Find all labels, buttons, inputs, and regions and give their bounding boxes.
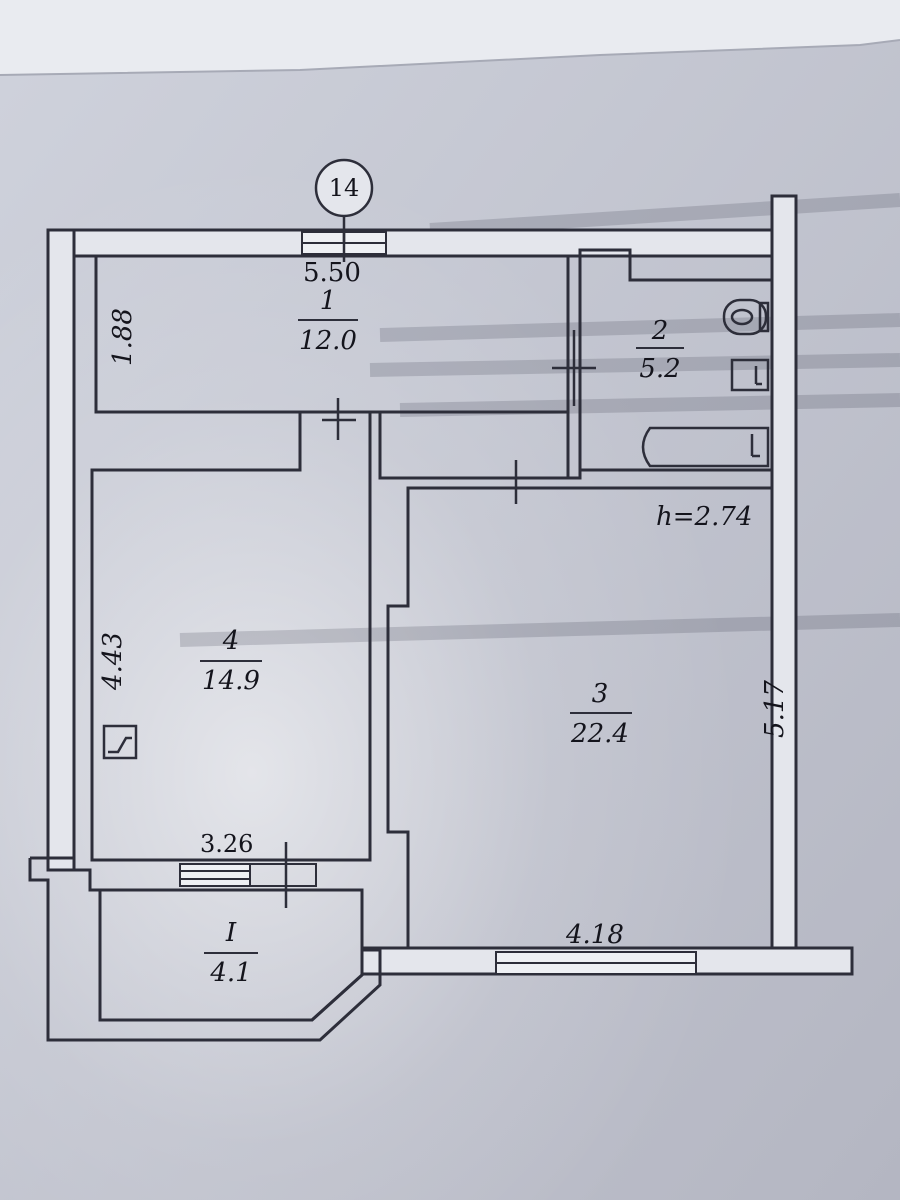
- room-4-depth-dimension: 4.43: [97, 632, 128, 690]
- balcony-area: 4.1: [210, 958, 252, 988]
- room-3-outline: [386, 486, 774, 950]
- room-1-depth-dimension: 1.88: [107, 308, 138, 366]
- balcony-outline: [98, 888, 364, 1022]
- toilet-icon: [722, 298, 770, 336]
- room-2-number: 2: [651, 316, 669, 346]
- fraction-bars: [200, 319, 684, 954]
- room-4-outline: [90, 410, 372, 862]
- ceiling-height-label: h=2.74: [656, 502, 753, 532]
- room-1-width-dimension: 5.50: [303, 258, 361, 288]
- axis-marker-label: 14: [328, 174, 360, 202]
- room-1-number: 1: [319, 286, 337, 316]
- top-paper-strip: [0, 0, 900, 75]
- room-2-area: 5.2: [639, 354, 681, 384]
- electrical-panel-icon: [102, 724, 138, 760]
- sink-icon: [730, 358, 770, 392]
- room-4-number: 4: [222, 626, 240, 656]
- door-marks: [284, 230, 596, 908]
- walls: [28, 194, 854, 1042]
- room-3-area: 22.4: [571, 719, 629, 749]
- room-3-number: 3: [591, 679, 609, 709]
- room-3-width-dimension: 4.18: [566, 920, 624, 950]
- room-4-width-dimension: 3.26: [200, 830, 254, 858]
- bottom-window: [495, 951, 697, 975]
- balcony-number: I: [225, 918, 237, 948]
- room-1-area: 12.0: [299, 326, 357, 356]
- bathtub-icon: [641, 426, 770, 468]
- room-4-area: 14.9: [202, 666, 260, 696]
- balcony-window: [179, 863, 317, 887]
- room-3-depth-dimension: 5.17: [759, 680, 790, 738]
